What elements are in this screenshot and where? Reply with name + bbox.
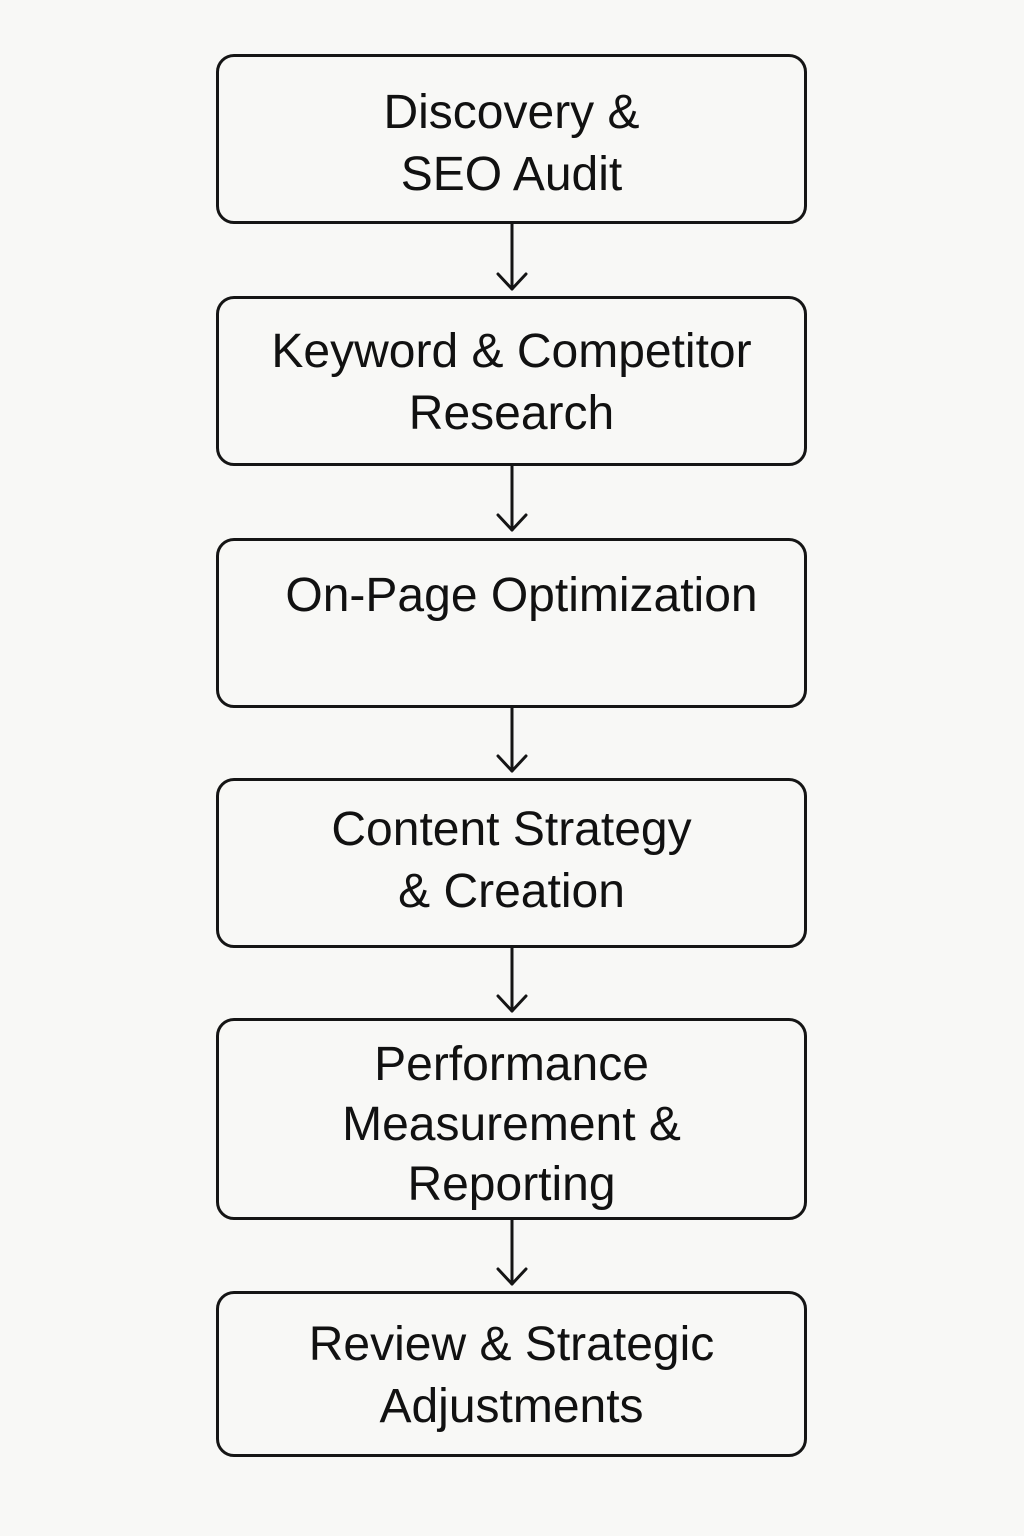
step-on-page-optimization: On-Page Optimization	[216, 538, 807, 708]
step-discovery-seo-audit: Discovery & SEO Audit	[216, 54, 807, 224]
arrow-3-to-4	[496, 706, 528, 773]
arrow-1-to-2	[496, 222, 528, 291]
step-label-line: Keyword & Competitor	[271, 325, 752, 378]
step-label-line: & Creation	[398, 865, 625, 918]
step-label-line: Discovery &	[383, 86, 640, 139]
arrow-5-to-6	[496, 1218, 528, 1286]
step-keyword-competitor-research: Keyword & Competitor Research	[216, 296, 807, 466]
arrow-2-to-3	[496, 464, 528, 532]
step-label-line: Measurement &	[342, 1098, 681, 1151]
step-label-line: Research	[408, 387, 615, 440]
step-label-line: Content Strategy	[331, 803, 692, 856]
step-content-strategy-creation: Content Strategy & Creation	[216, 778, 807, 948]
step-label-line: Review & Strategic	[308, 1318, 715, 1371]
arrow-4-to-5	[496, 946, 528, 1013]
step-label-line: Performance	[374, 1038, 649, 1091]
step-label-line: SEO Audit	[400, 148, 623, 201]
step-label-line: Reporting	[407, 1158, 616, 1211]
step-label-line: Adjustments	[379, 1380, 644, 1433]
step-performance-measurement-reporting: Performance Measurement & Reporting	[216, 1018, 807, 1220]
step-review-strategic-adjustments: Review & Strategic Adjustments	[216, 1291, 807, 1457]
step-label-line: On-Page Optimization	[285, 569, 758, 622]
